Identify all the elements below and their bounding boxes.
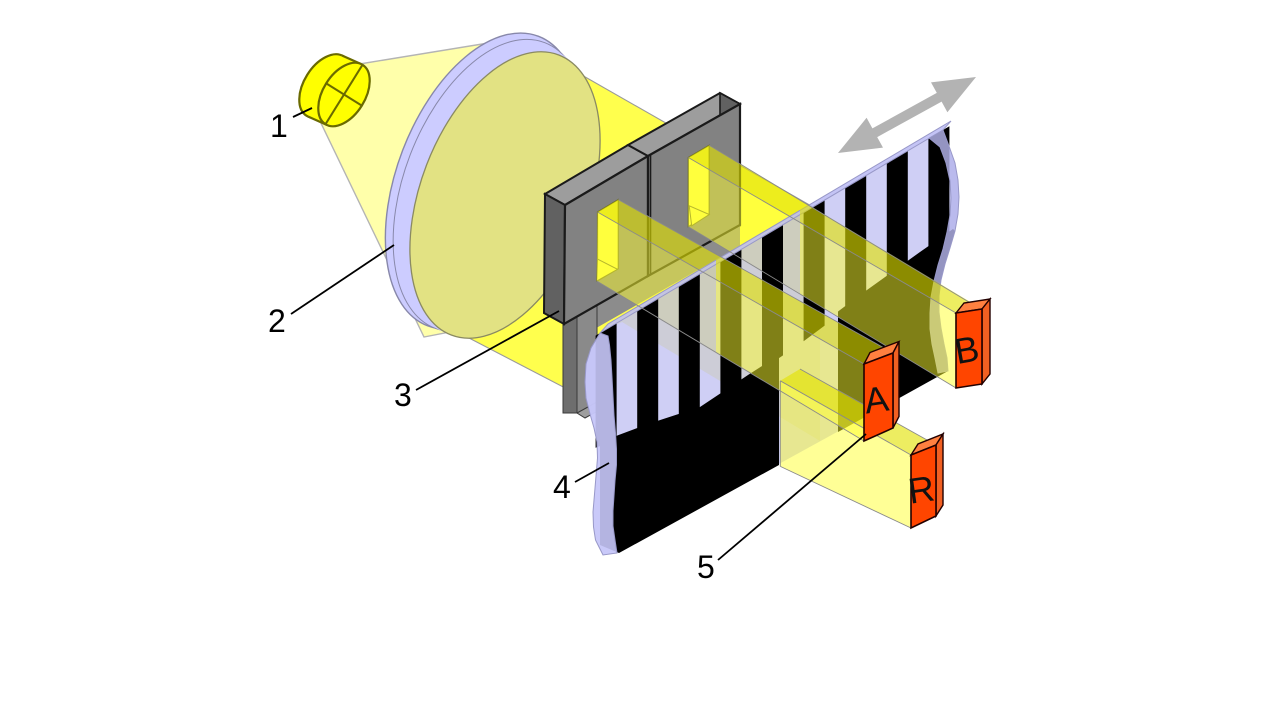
svg-text:4: 4: [553, 469, 571, 505]
svg-text:1: 1: [270, 108, 288, 144]
svg-text:A: A: [862, 378, 891, 422]
svg-text:5: 5: [697, 549, 715, 585]
svg-text:R: R: [906, 468, 937, 512]
svg-text:2: 2: [268, 303, 286, 339]
svg-text:3: 3: [394, 377, 412, 413]
